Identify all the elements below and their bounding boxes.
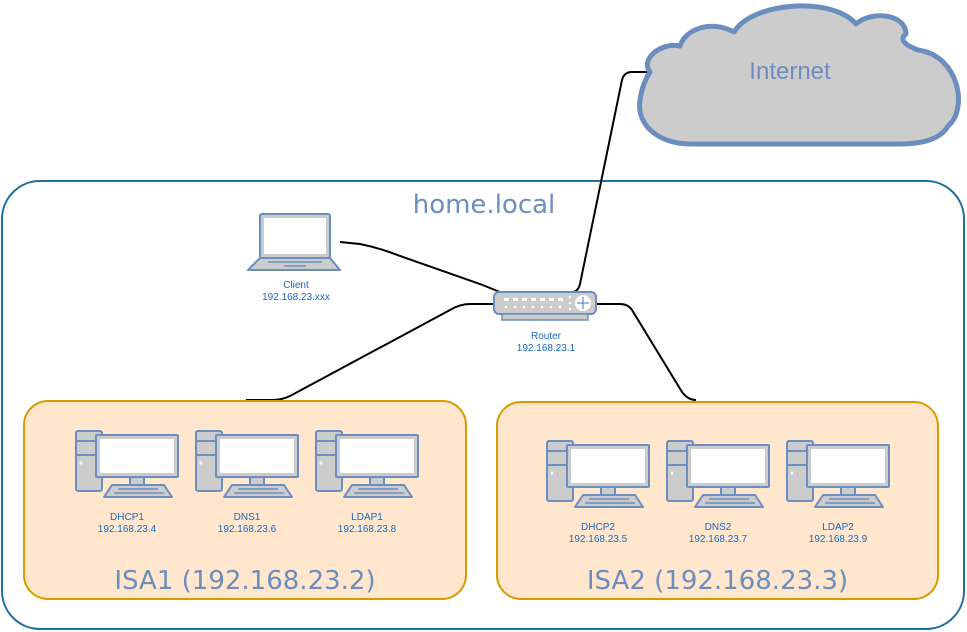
desktop-computer-icon — [786, 440, 890, 508]
cloud-icon — [637, 3, 961, 147]
server-dns2: DNS2 192.168.23.7 — [658, 522, 778, 546]
router-label: Router 192.168.23.1 — [486, 331, 606, 355]
server-ldap1: LDAP1 192.168.23.8 — [307, 512, 427, 536]
group-isa2-label: ISA2 (192.168.23.3) — [586, 566, 849, 596]
domain-container — [1, 180, 965, 630]
server-name: DHCP2 — [581, 522, 615, 533]
link-router-isa1 — [246, 303, 496, 401]
domain-label: home.local — [412, 190, 556, 220]
desktop-computer-icon — [195, 430, 299, 498]
server-ldap2: LDAP2 192.168.23.9 — [778, 522, 898, 546]
server-dns1: DNS1 192.168.23.6 — [187, 512, 307, 536]
server-name: DHCP1 — [110, 512, 144, 523]
server-name: LDAP1 — [351, 512, 383, 523]
router-icon — [493, 291, 597, 321]
server-ip: 192.168.23.7 — [688, 534, 748, 545]
server-ip: 192.168.23.8 — [337, 524, 397, 535]
server-ip: 192.168.23.5 — [568, 534, 628, 545]
router-name: Router — [530, 331, 561, 342]
client-name: Client — [283, 280, 309, 291]
desktop-computer-icon — [75, 430, 179, 498]
internet-label: Internet — [749, 58, 831, 85]
server-name: LDAP2 — [822, 522, 854, 533]
desktop-computer-icon — [546, 440, 650, 508]
link-client-router — [339, 241, 501, 293]
server-dhcp1: DHCP1 192.168.23.4 — [67, 512, 187, 536]
server-dhcp2: DHCP2 192.168.23.5 — [538, 522, 658, 546]
group-isa1-label: ISA1 (192.168.23.2) — [114, 566, 376, 596]
server-name: DNS2 — [704, 522, 732, 533]
server-ip: 192.168.23.4 — [97, 524, 157, 535]
desktop-computer-icon — [666, 440, 770, 508]
desktop-computer-icon — [315, 430, 419, 498]
client-label: Client 192.168.23.xxx — [236, 280, 356, 304]
server-name: DNS1 — [233, 512, 261, 523]
laptop-icon — [247, 213, 341, 271]
link-router-isa2 — [596, 303, 697, 401]
client-ip: 192.168.23.xxx — [262, 292, 330, 303]
server-ip: 192.168.23.6 — [217, 524, 277, 535]
router-ip: 192.168.23.1 — [516, 343, 576, 354]
server-ip: 192.168.23.9 — [808, 534, 868, 545]
